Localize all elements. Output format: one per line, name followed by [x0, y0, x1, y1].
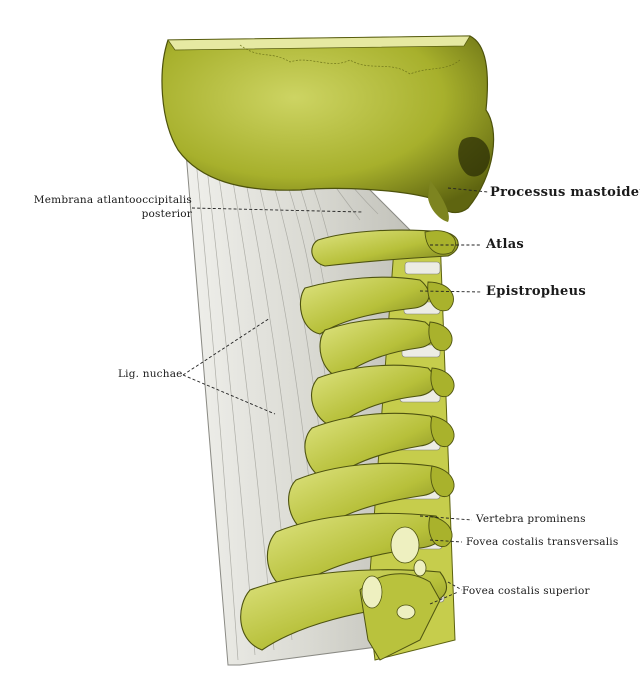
label-membrana-line1: Membrana atlantooccipitalis [33, 194, 192, 206]
label-membrana-atlantooccipitalis: Membrana atlantooccipitalis posterior [20, 195, 192, 219]
costal-facets [359, 526, 441, 661]
leader-lines [182, 187, 489, 605]
label-fovea-costalis-transversalis: Fovea costalis transversalis [466, 536, 619, 548]
label-processus-mastoideus: Processus mastoideus [490, 185, 640, 200]
label-membrana-line2: posterior [141, 207, 192, 220]
label-epistropheus: Epistropheus [486, 284, 586, 299]
occipital-bone [161, 35, 495, 222]
articular-pillar [424, 230, 456, 548]
label-lig-nuchae: Lig. nuchae [118, 368, 183, 380]
label-fovea-costalis-superior: Fovea costalis superior [462, 585, 590, 597]
label-vertebra-prominens: Vertebra prominens [476, 513, 586, 525]
label-atlas: Atlas [486, 237, 525, 252]
